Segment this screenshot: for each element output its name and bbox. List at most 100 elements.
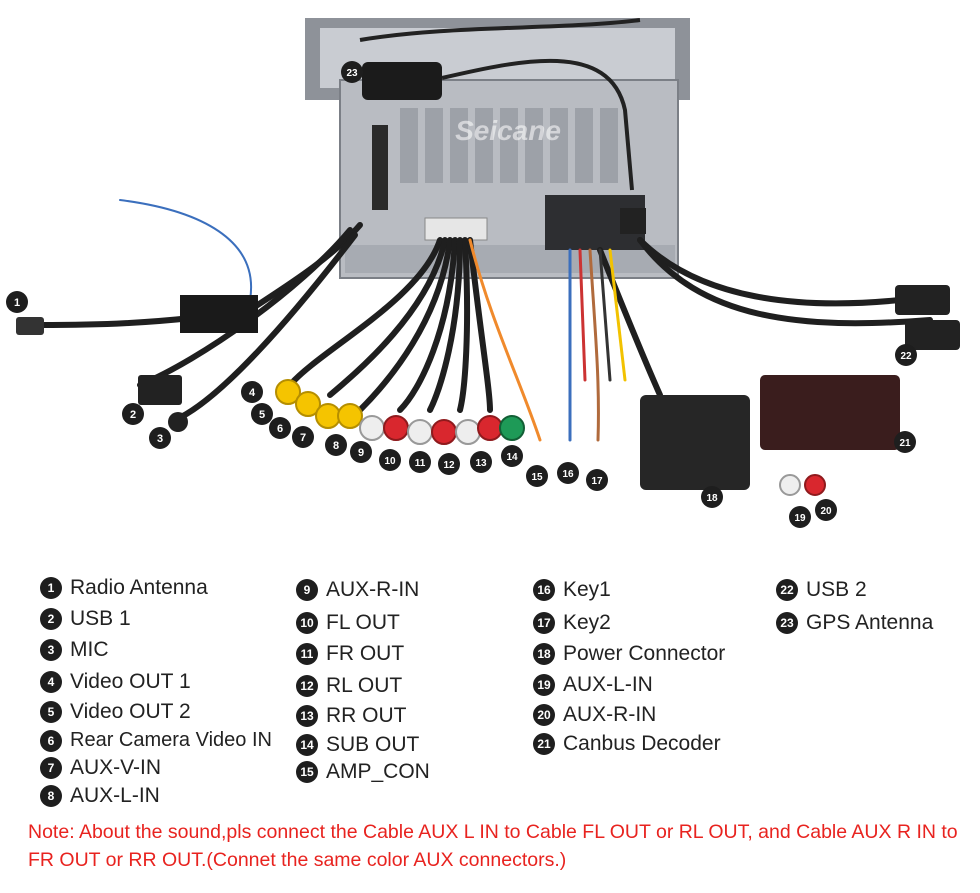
legend-badge: 5 <box>40 701 62 723</box>
svg-text:11: 11 <box>415 458 426 469</box>
legend-item: 2 USB 1 <box>40 607 131 631</box>
legend-badge: 18 <box>533 643 555 665</box>
legend-badge: 3 <box>40 639 62 661</box>
callout-8: 8 <box>325 434 347 456</box>
callout-14: 14 <box>501 445 523 467</box>
legend-label: RL OUT <box>326 674 403 697</box>
legend-label: Key2 <box>563 611 611 634</box>
legend-badge: 13 <box>296 705 318 727</box>
svg-text:16: 16 <box>562 469 574 480</box>
legend-item: 8 AUX-L-IN <box>40 784 160 808</box>
legend-badge: 22 <box>776 579 798 601</box>
legend-badge: 10 <box>296 612 318 634</box>
legend-badge: 15 <box>296 761 318 783</box>
legend-badge: 20 <box>533 704 555 726</box>
legend-badge: 7 <box>40 757 62 779</box>
cables <box>37 199 933 423</box>
callout-5: 5 <box>251 403 273 425</box>
svg-text:8: 8 <box>333 440 339 452</box>
unit-vent-slots <box>345 108 675 273</box>
legend-label: Key1 <box>563 578 611 601</box>
legend-item: 21 Canbus Decoder <box>533 732 721 756</box>
legend-label: Power Connector <box>563 642 726 665</box>
sound-connection-note: Note: About the sound,pls connect the Ca… <box>28 821 958 871</box>
svg-text:1: 1 <box>14 297 20 309</box>
legend-item: 3 MIC <box>40 638 109 662</box>
callout-15: 15 <box>526 465 548 487</box>
legend-label: Video OUT 2 <box>70 700 191 723</box>
legend-item: 4 Video OUT 1 <box>40 670 191 694</box>
callout-3: 3 <box>149 427 171 449</box>
legend-badge: 11 <box>296 643 318 665</box>
callout-10: 10 <box>379 449 401 471</box>
legend-badge: 23 <box>776 612 798 634</box>
legend-badge: 14 <box>296 734 318 756</box>
video-cable-2 <box>327 237 448 398</box>
legend-badge: 21 <box>533 733 555 755</box>
usb-port <box>620 208 646 234</box>
callout-9: 9 <box>350 441 372 463</box>
callout-11: 11 <box>409 451 431 473</box>
callout-17: 17 <box>586 469 608 491</box>
svg-text:15: 15 <box>531 472 543 483</box>
legend-badge: 8 <box>40 785 62 807</box>
canbus-decoder <box>760 375 900 450</box>
legend-item: 20 AUX-R-IN <box>533 703 656 727</box>
legend-item: 18 Power Connector <box>533 642 725 666</box>
svg-text:3: 3 <box>157 433 163 445</box>
video-cable-1 <box>287 237 443 388</box>
callout-13: 13 <box>470 451 492 473</box>
svg-text:2: 2 <box>130 409 136 421</box>
legend-badge: 4 <box>40 671 62 693</box>
svg-text:4: 4 <box>249 387 256 399</box>
aux-r-plug <box>804 474 826 496</box>
blue-wire <box>119 199 253 301</box>
legend-label: USB 1 <box>70 607 131 630</box>
legend-label: Canbus Decoder <box>563 732 721 755</box>
usb1-connector <box>138 375 182 405</box>
mic-jack <box>168 412 188 432</box>
callout-23: 23 <box>341 61 363 83</box>
head-unit: Seicane <box>305 18 690 279</box>
antenna-amplifier <box>180 295 258 333</box>
thin-wires <box>468 238 627 442</box>
legend-label: RR OUT <box>326 704 407 727</box>
callout-20: 20 <box>815 499 837 521</box>
legend-badge: 16 <box>533 579 555 601</box>
legend-label: Video OUT 1 <box>70 670 191 693</box>
legend-item: 13 RR OUT <box>296 704 407 728</box>
svg-text:5: 5 <box>259 409 265 421</box>
legend-label: AUX-L-IN <box>70 784 160 807</box>
legend-item: 16 Key1 <box>533 578 611 602</box>
radio-antenna-mast <box>372 125 388 210</box>
svg-text:9: 9 <box>358 447 364 459</box>
callout-6: 6 <box>269 417 291 439</box>
callout-1: 1 <box>6 291 28 313</box>
legend-label: AUX-R-IN <box>563 703 657 726</box>
legend-badge: 17 <box>533 612 555 634</box>
legend-label: AUX-V-IN <box>70 756 162 779</box>
legend-item: 23 GPS Antenna <box>776 611 933 635</box>
svg-text:23: 23 <box>346 68 358 79</box>
aux-l-plug <box>779 474 801 496</box>
callout-12: 12 <box>438 453 460 475</box>
legend-badge: 2 <box>40 608 62 630</box>
legend-badge: 1 <box>40 577 62 599</box>
legend-label: GPS Antenna <box>806 611 934 634</box>
svg-text:19: 19 <box>794 513 806 524</box>
legend-label: FR OUT <box>326 642 405 665</box>
svg-text:6: 6 <box>277 423 283 435</box>
legend-label: MIC <box>70 638 109 661</box>
callout-4: 4 <box>241 381 263 403</box>
legend-badge: 9 <box>296 579 318 601</box>
power-connector <box>640 395 750 490</box>
legend-item: 5 Video OUT 2 <box>40 700 191 724</box>
